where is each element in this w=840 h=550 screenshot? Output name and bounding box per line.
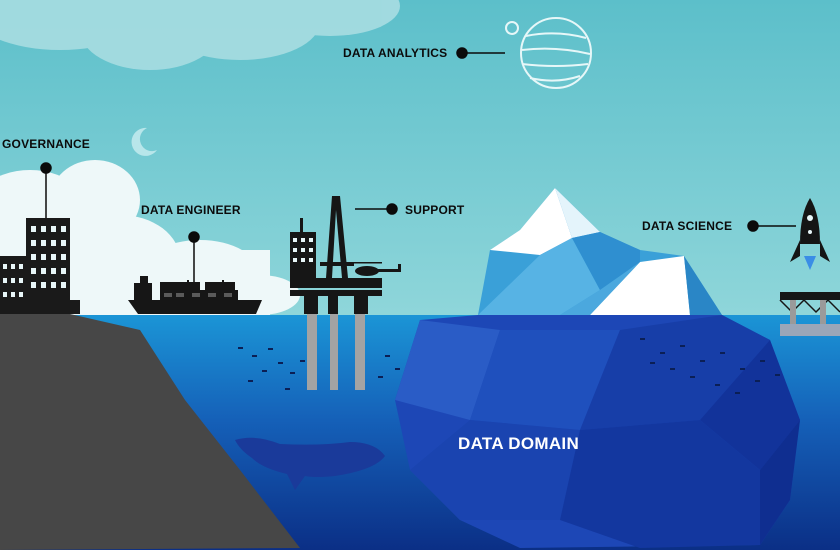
- helicopter-icon: [352, 262, 401, 280]
- label-data-science: DATA SCIENCE: [642, 219, 733, 233]
- building-icon: [0, 218, 80, 314]
- label-governance: GOVERNANCE: [2, 137, 91, 151]
- label-support: SUPPORT: [405, 203, 465, 217]
- label-data-analytics: DATA ANALYTICS: [343, 46, 448, 60]
- iceberg-icon: [395, 188, 800, 548]
- fish-school-icon: [640, 338, 780, 394]
- cargo-ship-icon: [128, 276, 262, 314]
- cloud-icon: [0, 0, 400, 70]
- platform-icon: [779, 292, 840, 336]
- moon-icon: [131, 127, 157, 156]
- label-data-domain: DATA DOMAIN: [458, 434, 580, 453]
- whale-icon: [235, 437, 385, 490]
- rocket-icon: [790, 198, 830, 270]
- fish-school-icon: [238, 347, 400, 390]
- label-data-engineer: DATA ENGINEER: [141, 203, 241, 217]
- planet-icon: [505, 17, 592, 89]
- callout-pins: [40, 47, 796, 282]
- cliff: [0, 314, 300, 550]
- oil-rig-icon: [290, 196, 382, 390]
